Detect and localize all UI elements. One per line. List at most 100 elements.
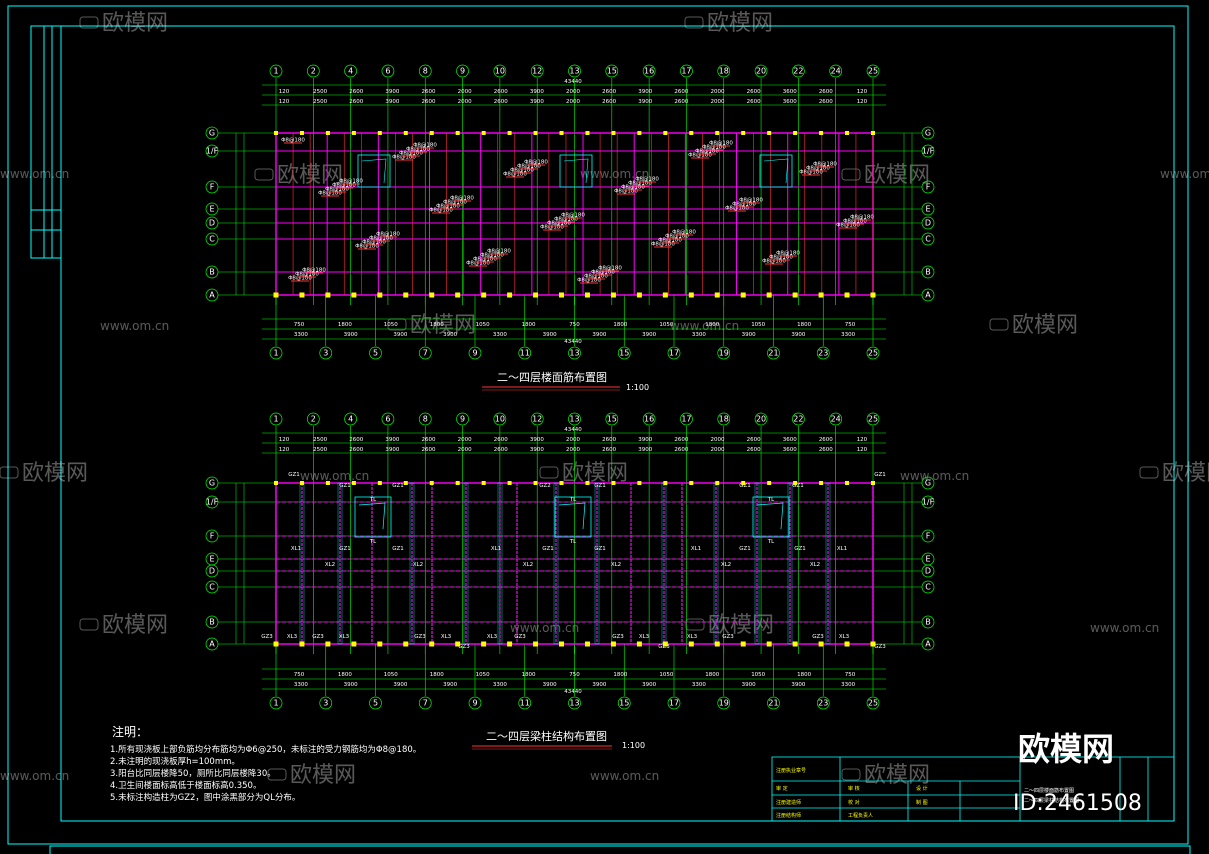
watermark-brand-text: 欧模网 bbox=[102, 11, 168, 36]
rebar-label: Φ8@180 bbox=[480, 253, 504, 259]
rebar-label: Φ8@180 bbox=[665, 234, 689, 240]
column-marker bbox=[662, 641, 668, 647]
top-plan-scale: 1:100 bbox=[626, 383, 649, 392]
id-label: ID:2461508 bbox=[1013, 791, 1142, 816]
dimension-text: 2000 bbox=[710, 447, 724, 453]
beam-label: XL2 bbox=[325, 562, 335, 568]
axis-label-top: 18 bbox=[719, 415, 729, 424]
column-marker bbox=[870, 641, 876, 647]
axis-label-bottom: 9 bbox=[472, 699, 477, 708]
dimension-text: 2600 bbox=[494, 89, 508, 95]
dimension-text: 120 bbox=[857, 89, 868, 95]
dimension-text: 3900 bbox=[638, 99, 652, 105]
stair-arrow bbox=[756, 502, 784, 530]
axis-label-top: 1 bbox=[273, 67, 278, 76]
axis-bubble bbox=[205, 232, 219, 246]
dimension-text: 2500 bbox=[313, 447, 327, 453]
dimension-text: 2600 bbox=[422, 99, 436, 105]
axis-bubble bbox=[205, 202, 219, 216]
column-marker bbox=[844, 292, 850, 298]
axis-bubble bbox=[205, 265, 219, 279]
note-line-1: 1.所有现浇板上部负筋均分布筋均为Φ6@250，未标注的受力钢筋均为Φ8@180… bbox=[110, 744, 421, 755]
axis-label-bottom: 13 bbox=[569, 699, 579, 708]
column-marker bbox=[819, 131, 824, 135]
axis-bubble bbox=[642, 64, 656, 78]
beam-label: GZ3 bbox=[414, 634, 426, 640]
axis-label-top: 20 bbox=[756, 67, 766, 76]
axis-label-left: F bbox=[210, 532, 215, 541]
rebar-label: Φ8@180 bbox=[806, 166, 830, 172]
axis-label-top: 13 bbox=[569, 415, 579, 424]
axis-bubble bbox=[418, 412, 432, 426]
axis-label-left: D bbox=[209, 219, 215, 228]
column-marker bbox=[351, 641, 357, 647]
axis-bubble bbox=[518, 696, 532, 710]
dimension-text: 3900 bbox=[592, 332, 606, 338]
column-marker bbox=[741, 131, 746, 135]
column-marker bbox=[662, 292, 668, 298]
axis-label-left: E bbox=[209, 205, 214, 214]
column-marker bbox=[766, 292, 772, 298]
axis-bubble bbox=[717, 346, 731, 360]
axis-bubble bbox=[754, 412, 768, 426]
axis-label-bottom: 1 bbox=[273, 349, 278, 358]
axis-bubble bbox=[530, 64, 544, 78]
sofa-icon bbox=[841, 768, 861, 781]
axis-label-right: B bbox=[925, 268, 931, 277]
dimension-text: 3900 bbox=[385, 99, 399, 105]
watermark-brand: 欧模网 bbox=[254, 163, 343, 188]
axis-bubble bbox=[754, 64, 768, 78]
dimension-text: 120 bbox=[857, 437, 868, 443]
column-marker bbox=[740, 641, 746, 647]
dimension-text: 2000 bbox=[710, 437, 724, 443]
axis-label-top: 2 bbox=[311, 415, 316, 424]
dimension-text: 2600 bbox=[349, 99, 363, 105]
tb-check: 校 对 bbox=[848, 799, 860, 806]
dimension-total-bottom: 43440 bbox=[564, 339, 582, 345]
watermark-brand: 欧模网 bbox=[0, 461, 88, 486]
rebar-label: Φ8@180 bbox=[836, 223, 860, 229]
axis-bubble bbox=[921, 580, 935, 594]
column-label: GZ1 bbox=[739, 483, 751, 489]
axis-bubble bbox=[767, 346, 780, 360]
watermark-brand: 欧模网 bbox=[387, 313, 476, 338]
column-label: GZ1 bbox=[794, 546, 806, 552]
axis-label-top: 1 bbox=[273, 415, 278, 424]
rebar-label: Φ8@180 bbox=[739, 198, 763, 204]
column-marker bbox=[299, 131, 304, 135]
sofa-icon bbox=[254, 168, 274, 181]
dimension-text: 3300 bbox=[841, 332, 855, 338]
dimension-text: 2600 bbox=[494, 99, 508, 105]
axis-label-bottom: 5 bbox=[373, 349, 378, 358]
watermark-brand: 欧模网 bbox=[685, 613, 774, 638]
axis-label-bottom: 7 bbox=[423, 699, 428, 708]
axis-bubble bbox=[680, 64, 693, 78]
axis-bubble bbox=[205, 476, 219, 490]
column-marker bbox=[403, 481, 408, 485]
bottom-plan-title: 二～四层梁柱结构布置图 bbox=[486, 729, 607, 743]
brand-logo-text: 欧模网 bbox=[1018, 730, 1114, 768]
stair-arrow bbox=[563, 158, 589, 184]
rebar-label: Φ8@180 bbox=[288, 276, 312, 282]
beam-label-tl: TL bbox=[569, 497, 577, 503]
dimension-text: 2600 bbox=[819, 99, 833, 105]
axis-label-bottom: 17 bbox=[669, 699, 679, 708]
axis-bubble bbox=[816, 346, 830, 360]
dimension-text: 750 bbox=[845, 672, 856, 678]
beam-label: XL1 bbox=[691, 546, 701, 552]
column-strip bbox=[754, 482, 760, 645]
dimension-text: 2600 bbox=[422, 437, 436, 443]
dimension-text: 1800 bbox=[797, 322, 811, 328]
axis-label-bottom: 25 bbox=[868, 349, 878, 358]
axis-label-right: G bbox=[925, 129, 931, 138]
note-line-3: 3.阳台比同层楼降50，厕所比同层楼降30。 bbox=[110, 768, 276, 779]
dimension-text: 2600 bbox=[674, 99, 688, 105]
axis-label-right: C bbox=[925, 235, 931, 244]
axis-bubble bbox=[866, 696, 880, 710]
axis-bubble bbox=[605, 64, 619, 78]
dimension-text: 2600 bbox=[494, 437, 508, 443]
rebar-label: Φ8@180 bbox=[658, 238, 682, 244]
axis-bubble bbox=[418, 346, 432, 360]
axis-bubble bbox=[816, 696, 830, 710]
rebar-label: Φ8@180 bbox=[510, 168, 534, 174]
